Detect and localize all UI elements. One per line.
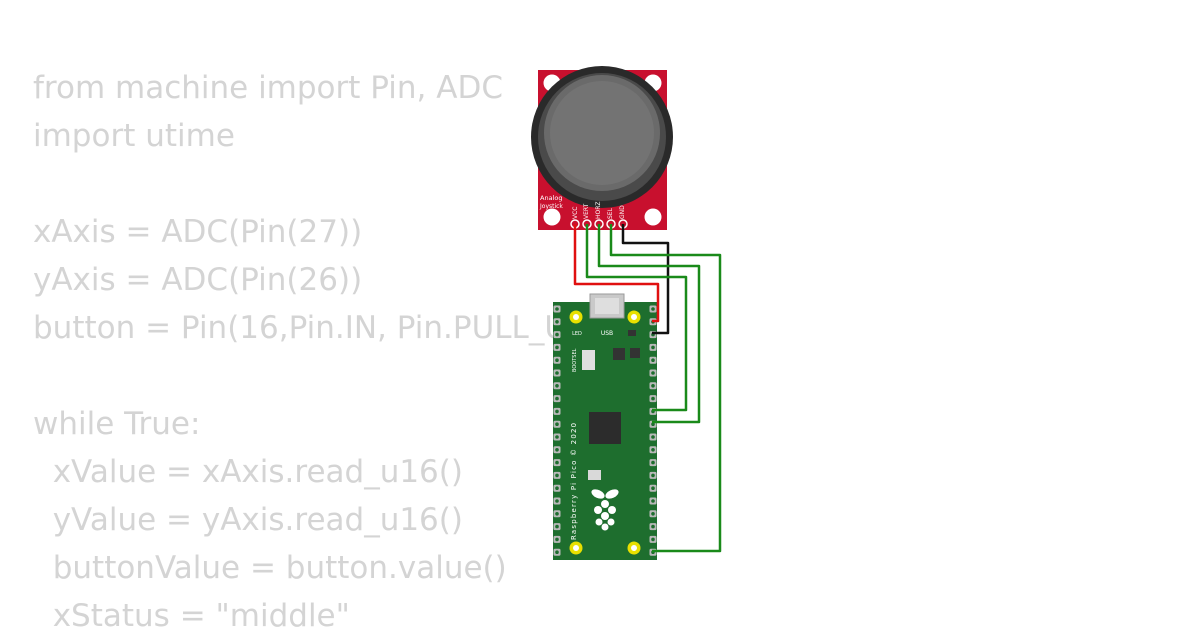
pico-pin-hole: [555, 524, 559, 529]
chip: [613, 348, 625, 360]
code-line: from machine import Pin, ADC: [33, 70, 503, 106]
component: [588, 470, 601, 480]
pico-pin-hole: [555, 307, 559, 311]
pico-pin-hole: [651, 486, 655, 491]
pico-pin-hole: [651, 384, 655, 388]
pico-pin-hole: [555, 460, 559, 465]
pin-label-gnd: GND: [619, 205, 626, 219]
pico-pin-hole: [651, 512, 655, 516]
mounting-hole: [644, 208, 662, 226]
pico-pin-hole: [651, 537, 655, 542]
pin-label-sel: SEL: [607, 207, 614, 219]
pico-pin-hole: [555, 396, 559, 401]
pico-pin-hole: [651, 345, 655, 350]
pico-pin-hole: [555, 409, 559, 414]
code-line: yValue = yAxis.read_u16(): [33, 502, 463, 538]
pico-pin-hole: [555, 486, 559, 491]
mounting-hole: [543, 208, 561, 226]
raspberry-pi-pico-board[interactable]: USB LED BOOTSEL Raspberry Pi P: [553, 293, 657, 560]
pico-pin-hole: [555, 435, 559, 439]
pico-pin-hole: [651, 422, 655, 427]
wire-vert[interactable]: [585, 224, 688, 412]
code-line: xValue = xAxis.read_u16(): [33, 454, 463, 490]
wire-horz[interactable]: [597, 224, 701, 424]
code-line: yAxis = ADC(Pin(26)): [33, 262, 363, 298]
joystick-label: Analog: [540, 194, 562, 202]
pico-pin-hole: [555, 422, 559, 427]
raspberry-logo-icon: [591, 489, 619, 531]
pico-pin-hole: [651, 448, 655, 452]
chip: [630, 348, 640, 358]
pin-label-vcc: VCC: [572, 207, 579, 219]
usb-label: USB: [601, 330, 613, 337]
code-line: buttonValue = button.value(): [33, 550, 507, 586]
usb-connector-inner: [595, 298, 619, 314]
pico-pin-hole: [651, 358, 655, 363]
wire-gnd[interactable]: [621, 224, 670, 335]
rp2040-chip: [589, 412, 621, 444]
pico-pin-hole: [651, 499, 655, 503]
pico-pin-hole: [555, 332, 559, 337]
wire-vcc[interactable]: [573, 224, 660, 323]
pin-label-vert: VERT: [583, 203, 590, 219]
chip: [628, 330, 636, 336]
board-name: Raspberry Pi Pico © 2020: [570, 422, 578, 540]
pico-pin-hole: [555, 371, 559, 375]
wire-sel[interactable]: [609, 224, 722, 553]
pico-pin-hole: [651, 307, 655, 311]
pico-pin-hole: [555, 320, 559, 324]
pico-pin-hole: [651, 396, 655, 401]
pico-pin-hole: [555, 448, 559, 452]
pico-pin-hole: [651, 435, 655, 439]
pico-pin-hole: [555, 550, 559, 554]
pico-pin-hole: [555, 358, 559, 363]
pico-pin-hole: [555, 473, 559, 478]
joystick-label: Joystick: [539, 203, 563, 210]
pico-pin-hole: [651, 524, 655, 529]
pico-pin-hole: [555, 345, 559, 350]
wires: [573, 224, 722, 553]
pico-pin-header-left: [553, 305, 561, 556]
led-label: LED: [572, 331, 582, 337]
code-line: xStatus = "middle": [33, 598, 350, 634]
bootsel-button[interactable]: [582, 350, 595, 370]
analog-joystick-module[interactable]: Analog Joystick VCC VERT HORZ SEL GND: [531, 66, 673, 230]
bootsel-label: BOOTSEL: [572, 348, 578, 372]
pico-pin-hole: [651, 371, 655, 375]
pico-pin-hole: [555, 512, 559, 516]
pico-pin-hole: [555, 384, 559, 388]
pin-label-horz: HORZ: [595, 201, 602, 219]
pico-pin-hole: [555, 537, 559, 542]
pico-pin-hole: [651, 460, 655, 465]
code-line: xAxis = ADC(Pin(27)): [33, 214, 363, 250]
code-line: while True:: [33, 406, 201, 442]
code-line: import utime: [33, 118, 235, 154]
pico-pin-hole: [651, 473, 655, 478]
pico-pin-hole: [555, 499, 559, 503]
